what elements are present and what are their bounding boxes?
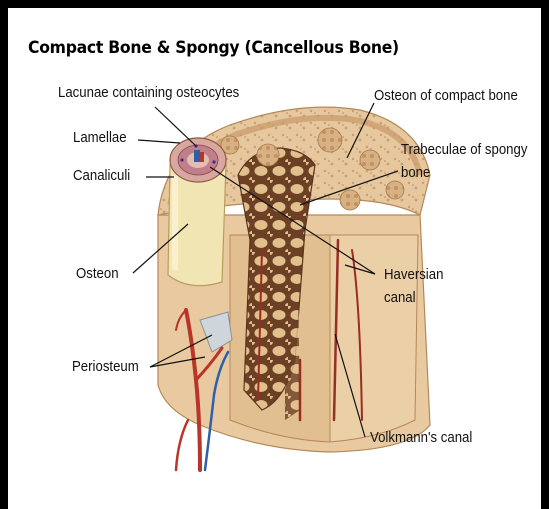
- osteon-cylinder: [168, 138, 226, 286]
- label-trabeculae-line1: Trabeculae of spongy: [401, 141, 527, 158]
- label-canaliculi: Canaliculi: [73, 167, 130, 184]
- label-trabeculae-line2: bone: [401, 164, 430, 181]
- label-osteon: Osteon: [76, 265, 119, 282]
- label-lacunae: Lacunae containing osteocytes: [58, 84, 239, 101]
- label-haversian-line2: canal: [384, 289, 416, 306]
- label-periosteum: Periosteum: [72, 358, 139, 375]
- label-volkmanns-canal: Volkmann's canal: [370, 429, 472, 446]
- label-lamellae: Lamellae: [73, 129, 127, 146]
- label-osteon-compact-bone: Osteon of compact bone: [374, 87, 518, 104]
- label-haversian-line1: Haversian: [384, 266, 443, 283]
